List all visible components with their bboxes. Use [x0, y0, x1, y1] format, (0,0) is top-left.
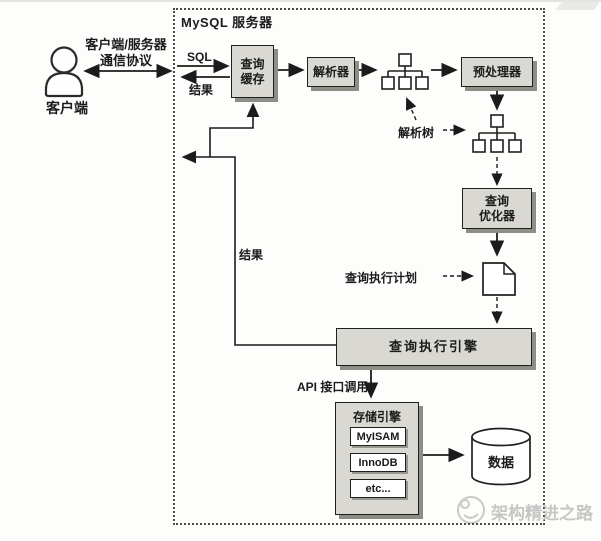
api-call-label: API 接口调用: [297, 380, 369, 394]
query-optimizer-node: 查询 优化器: [462, 188, 532, 229]
protocol-label-line2: 通信协议: [99, 52, 152, 68]
optimizer-line2: 优化器: [478, 208, 515, 223]
result-top-label: 结果: [189, 83, 214, 97]
storage-engine-item: MyISAM: [350, 427, 406, 446]
execution-engine-node: 查询执行引擎: [336, 328, 532, 366]
execution-plan-document-icon: [482, 262, 516, 296]
client-label: 客户端: [46, 100, 88, 116]
result-mid-label: 结果: [239, 248, 264, 262]
mysql-server-title: MySQL 服务器: [181, 15, 273, 30]
query-cache-node: 查询 缓存: [231, 45, 274, 98]
parse-tree-annotation-arrow-up: [405, 97, 417, 121]
execution-plan-label: 查询执行计划: [345, 271, 418, 285]
storage-engine-node: 存储引擎 MyISAM InnoDB etc...: [335, 402, 419, 515]
preprocessor-node: 预处理器: [461, 57, 533, 87]
parse-tree-label: 解析树: [398, 126, 435, 140]
sql-label: SQL: [187, 50, 212, 64]
preprocessor-label: 预处理器: [472, 64, 521, 79]
execution-engine-label: 查询执行引擎: [388, 339, 479, 355]
parser-node: 解析器: [307, 57, 355, 87]
database-cylinder-icon: [471, 427, 531, 486]
parser-label: 解析器: [312, 64, 349, 79]
optimizer-line1: 查询: [484, 193, 509, 208]
mysql-server-container: [173, 8, 545, 525]
result-to-cache-path: [209, 102, 260, 157]
watermark-text: 架构精进之路: [491, 504, 593, 523]
storage-engine-item: InnoDB: [350, 453, 406, 472]
parse-tree-icon: [381, 53, 429, 90]
client-person-icon: [44, 46, 84, 98]
protocol-label-line1: 客户端/服务器: [85, 37, 167, 52]
protocol-label: 客户端/服务器 通信协议: [80, 37, 172, 68]
query-cache-line1: 查询: [240, 56, 265, 71]
parse-tree-icon: [472, 114, 522, 153]
storage-engine-title: 存储引擎: [352, 410, 401, 424]
storage-engine-item: etc...: [350, 479, 406, 498]
query-cache-line2: 缓存: [240, 71, 265, 86]
data-store-label: 数据: [488, 455, 515, 470]
scan-artifact-top: [0, 0, 601, 2]
